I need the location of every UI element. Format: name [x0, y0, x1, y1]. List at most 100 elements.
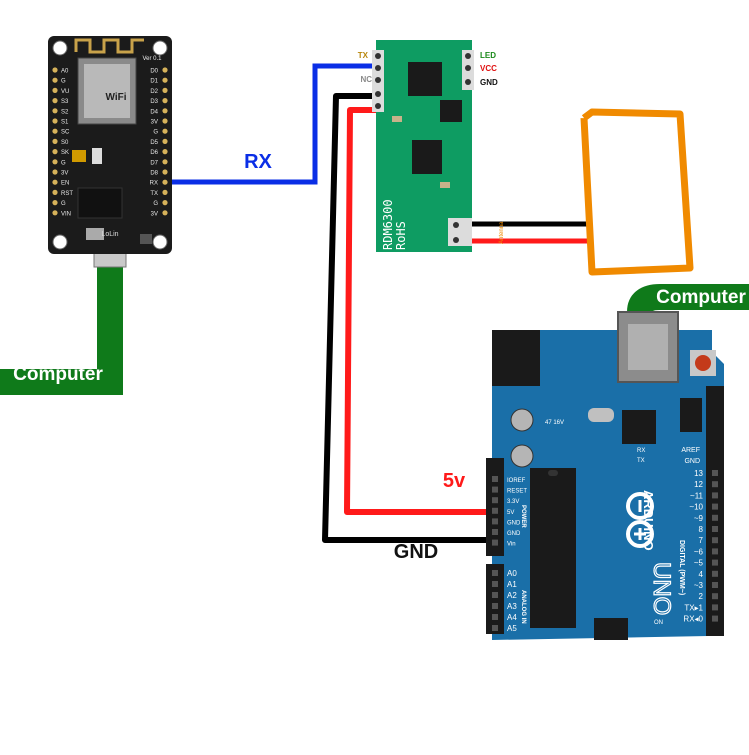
digital-pin-label: ~3 [694, 581, 704, 590]
nodemcu-pin-label: VIN [61, 211, 71, 217]
digital-pin-label: ~5 [694, 559, 704, 568]
nodemcu-pin-label: SK [61, 150, 69, 156]
digital-pin-hole [712, 570, 718, 577]
analog-header-label: ANALOG IN [520, 590, 526, 624]
rx-led-label: RX [637, 448, 645, 454]
digital-pin-label: ~10 [689, 503, 703, 512]
nodemcu-version: Ver 0.1 [142, 56, 162, 62]
analog-pin-label: A2 [507, 591, 517, 600]
nodemcu-pin-hole [162, 128, 168, 134]
rx-label: RX [244, 151, 272, 173]
capacitor-label: 47 16V [545, 420, 564, 426]
digital-pin-hole [712, 559, 718, 566]
vcc-wire [344, 107, 492, 515]
analog-pin-label: A1 [507, 580, 517, 589]
nodemcu-pin-label: SC [61, 130, 70, 136]
digital-pin-hole [712, 503, 718, 510]
nodemcu-pin-label: G [61, 79, 66, 85]
nodemcu-pin-hole [52, 159, 58, 165]
nodemcu-pin-hole [52, 189, 58, 195]
nodemcu-pin-hole [52, 67, 58, 73]
nodemcu-pin-hole [52, 200, 58, 206]
nodemcu-pin-hole [162, 67, 168, 73]
digital-pin-hole [712, 582, 718, 588]
capacitor-2 [510, 444, 534, 468]
on-label: ON [654, 620, 663, 626]
analog-pin-label: A5 [507, 624, 517, 633]
nodemcu-pin-label: D0 [150, 69, 158, 75]
nodemcu-pin-label: D3 [150, 99, 158, 105]
nodemcu-pin-label: 3V [151, 211, 158, 217]
nodemcu-pin-label: A0 [61, 69, 69, 75]
power-pin-label: RESET [507, 489, 527, 495]
power-pin-label: Vin [507, 542, 516, 548]
nodemcu-pin-label: EN [61, 181, 69, 187]
analog-pin-hole [492, 581, 498, 587]
nodemcu-pin-label: 3V [61, 171, 68, 177]
nodemcu-pin-label: S0 [61, 140, 69, 146]
nodemcu-pin-hole [162, 98, 168, 104]
v5-label: 5v [443, 470, 466, 492]
digital-pin-hole [712, 514, 718, 521]
digital-pin-label: ~9 [694, 514, 704, 523]
nodemcu-pin-label: D4 [150, 109, 158, 115]
power-pin-hole [492, 518, 498, 525]
nodemcu-board: WiFi Ver 0.1 LoLin A0GVUS3S2S1SCS0SKG3VE… [48, 36, 172, 254]
rdm6300-pin-gnd: GND [480, 78, 498, 87]
gnd-wire [322, 93, 492, 543]
arduino-brand: ARDUINO [641, 490, 656, 551]
nodemcu-pin-label: G [153, 130, 158, 136]
digital-pin-hole [712, 537, 718, 544]
nodemcu-pin-label: RX [150, 181, 158, 187]
analog-pin-label: A0 [507, 569, 517, 578]
arduino-logo [626, 492, 654, 548]
rdm6300-name: RDM6300 [381, 199, 395, 250]
nodemcu-pin-hole [52, 210, 58, 216]
nodemcu-pin-label: D7 [150, 160, 158, 166]
rdm6300-pin-tx: TX [358, 51, 369, 60]
nodemcu-pin-hole [162, 179, 168, 185]
digital-pin-hole [712, 492, 718, 499]
nodemcu-pin-label: G [153, 201, 158, 207]
aref-label: AREF [681, 447, 700, 454]
arduino-model: UNO [648, 562, 675, 615]
nodemcu-pin-hole [162, 87, 168, 93]
nodemcu-pin-label: RST [61, 191, 73, 197]
digital-pin-hole [712, 604, 718, 611]
power-pin-hole [492, 486, 498, 493]
usb-cable-left [0, 249, 123, 395]
capacitor-1 [510, 408, 534, 432]
nodemcu-pin-hole [162, 149, 168, 155]
tx-led-label: TX [637, 458, 645, 464]
nodemcu-pin-label: D1 [150, 79, 158, 85]
nodemcu-pin-hole [52, 77, 58, 83]
rdm6300-rohs: RoHS [394, 221, 408, 250]
analog-pin-label: A4 [507, 613, 517, 622]
rdm6300-pin-led: LED [480, 51, 496, 60]
computer-label-left: Computer [13, 364, 103, 385]
analog-pin-hole [492, 625, 498, 631]
nodemcu-pin-hole [52, 128, 58, 134]
nodemcu-brand: LoLin [101, 231, 118, 238]
rdm6300-pin-nc: NC [360, 75, 372, 84]
digital-pin-label: TX▸1 [684, 603, 703, 612]
power-pin-hole [492, 507, 498, 514]
nodemcu-pin-hole [52, 169, 58, 175]
nodemcu-pin-label: TX [150, 191, 158, 197]
nodemcu-pin-hole [162, 159, 168, 165]
digital-pin-label: 2 [699, 592, 704, 601]
nodemcu-pin-hole [52, 149, 58, 155]
nodemcu-pin-hole [52, 138, 58, 144]
power-pin-hole [492, 476, 498, 482]
power-pin-label: GND [507, 520, 521, 526]
dc-jack [492, 330, 540, 386]
rdm6300-board: RDM6300 RoHS Antenna TX NC LED VCC GND [358, 40, 505, 252]
nodemcu-pin-label: D6 [150, 150, 158, 156]
power-pin-hole [492, 529, 498, 535]
digital-pin-hole [712, 548, 718, 555]
